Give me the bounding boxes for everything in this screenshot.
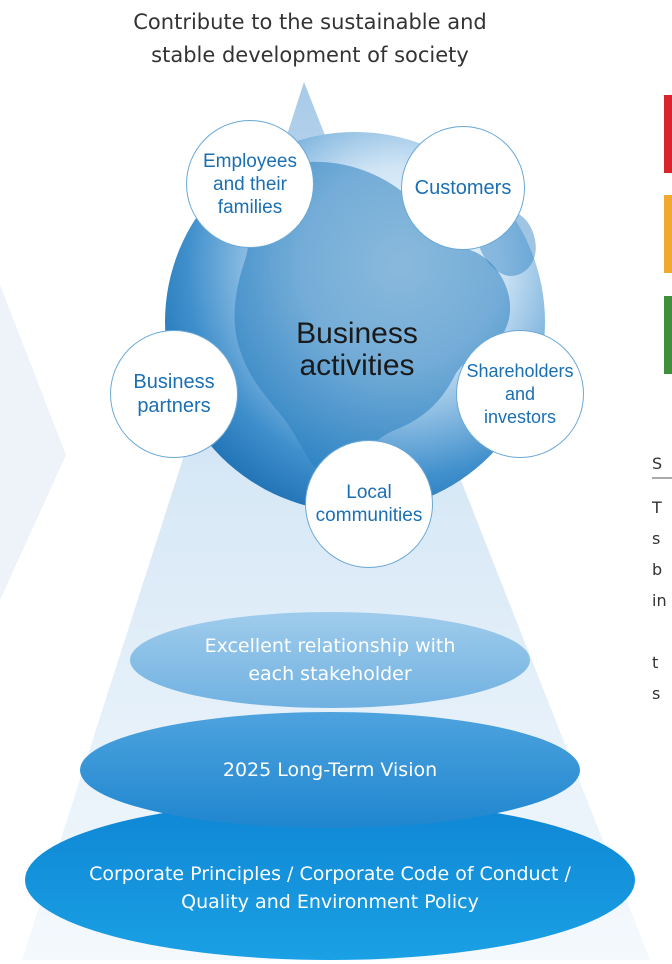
relationship-line-1: Excellent relationship with <box>204 635 456 657</box>
business-activities-line-1: Business <box>296 317 418 350</box>
top-caption-line-2: stable development of society <box>151 43 469 67</box>
principles-label: Corporate Principles / Corporate Code of… <box>20 860 640 916</box>
stakeholder-shareholders-line-1: Shareholders <box>466 360 574 381</box>
stakeholder-employees: Employees and their families <box>186 120 314 248</box>
side-line-2: s <box>652 529 661 548</box>
principles-ellipse <box>25 800 635 960</box>
side-text-block: T s b in t s <box>652 492 672 709</box>
vision-ellipse <box>80 712 580 828</box>
stakeholder-shareholders-line-3: investors <box>483 406 556 427</box>
stakeholder-shareholders-line-2: and <box>504 383 536 404</box>
vision-text: 2025 Long-Term Vision <box>222 759 438 781</box>
side-line-5 <box>652 616 672 647</box>
side-heading: S <box>652 454 663 473</box>
stakeholder-employees-line-1: Employees <box>203 150 297 172</box>
principles-line-1: Corporate Principles / Corporate Code of… <box>89 863 571 885</box>
top-caption: Contribute to the sustainable and stable… <box>110 6 510 72</box>
stakeholder-partners-line-1: Business <box>133 371 215 393</box>
stakeholder-customers: Customers <box>401 126 525 250</box>
side-block-yellow <box>664 195 672 273</box>
top-caption-line-1: Contribute to the sustainable and <box>133 10 487 34</box>
stakeholder-partners: Business partners <box>110 330 238 458</box>
business-activities-label: Business activities <box>272 318 442 382</box>
principles-line-2: Quality and Environment Policy <box>181 891 479 913</box>
left-chevron <box>0 285 66 600</box>
stakeholder-communities: Local communities <box>305 440 433 568</box>
relationship-line-2: each stakeholder <box>248 663 412 685</box>
stakeholder-customers-label: Customers <box>414 177 512 199</box>
side-line-6: t <box>652 653 659 672</box>
relationship-label: Excellent relationship with each stakeho… <box>160 632 500 688</box>
vision-label: 2025 Long-Term Vision <box>160 757 500 783</box>
business-activities-line-2: activities <box>299 349 415 382</box>
side-line-3: b <box>652 560 663 579</box>
side-line-7: s <box>652 684 661 703</box>
side-block-green <box>664 296 672 374</box>
side-line-1: T <box>652 498 662 517</box>
relationship-ellipse <box>130 612 530 708</box>
stakeholder-employees-line-3: families <box>217 196 283 218</box>
stakeholder-communities-line-2: communities <box>315 505 423 526</box>
stakeholder-shareholders: Shareholders and investors <box>456 330 584 458</box>
side-line-4: in <box>652 591 667 610</box>
stakeholder-communities-line-1: Local <box>346 482 392 503</box>
side-block-red <box>664 95 672 173</box>
stakeholder-employees-line-2: and their <box>213 173 287 195</box>
stakeholder-partners-line-2: partners <box>137 395 211 417</box>
